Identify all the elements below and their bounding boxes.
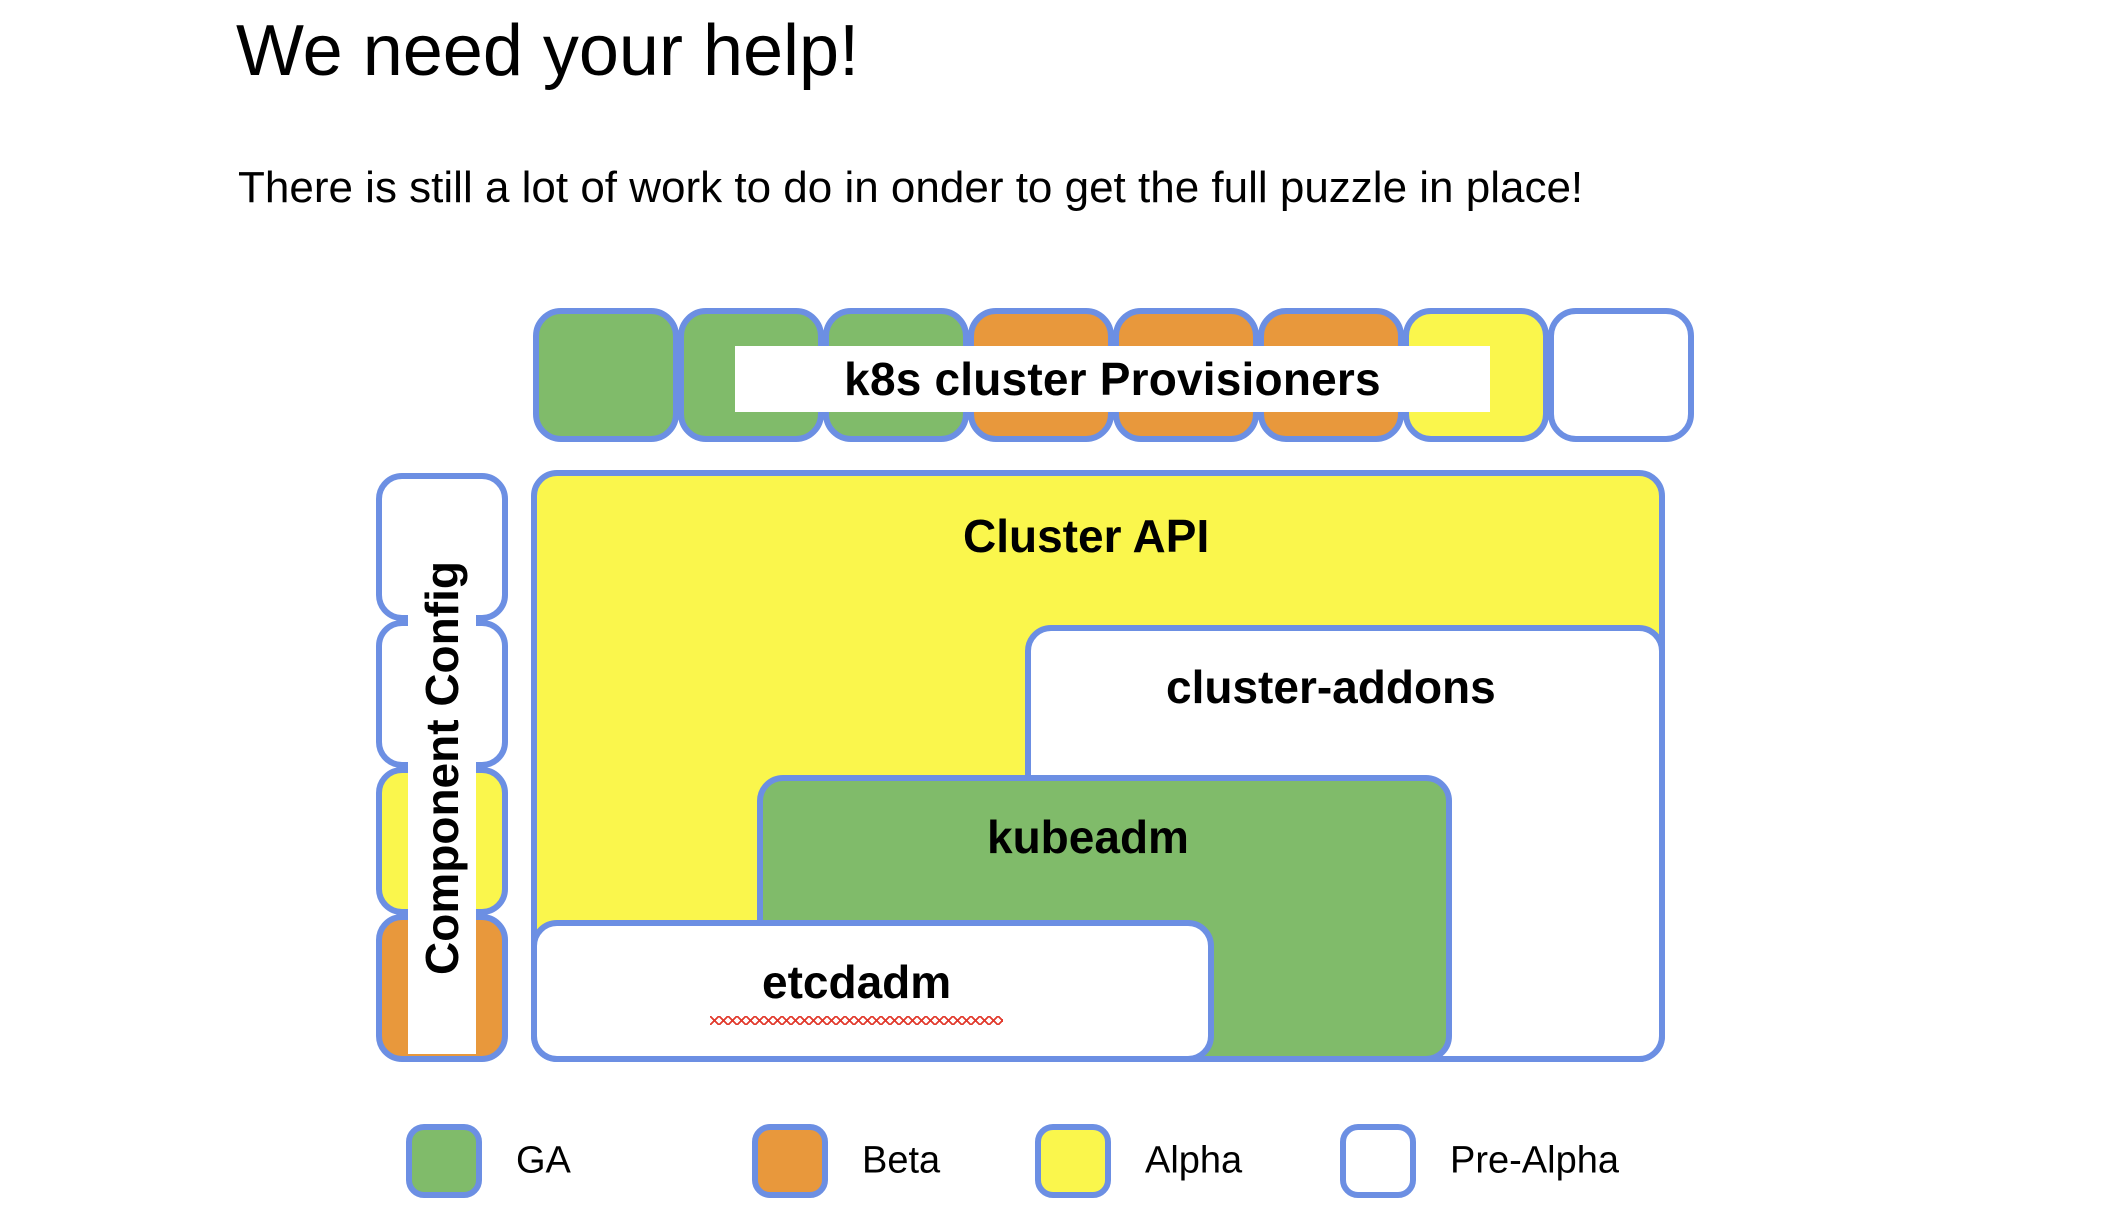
stack-label-etcdadm: etcdadm [710, 955, 1004, 1025]
page-subtitle: There is still a lot of work to do in on… [238, 163, 1584, 212]
stack-box-etcdadm [531, 920, 1214, 1062]
legend-swatch-ga [406, 1124, 482, 1198]
stack-label-cluster-api: Cluster API [963, 510, 1210, 562]
provisioner-box-8 [1548, 308, 1694, 442]
legend-swatch-beta [752, 1124, 828, 1198]
legend-label-alpha: Alpha [1145, 1139, 1243, 1182]
stack-label-kubeadm: kubeadm [987, 811, 1189, 863]
provisioner-row-label: k8s cluster Provisioners [735, 346, 1490, 412]
component-config-label: Component Config [408, 482, 476, 1054]
stack-label-text: etcdadm [710, 955, 1004, 1025]
legend-label-beta: Beta [862, 1139, 941, 1182]
legend-label-ga: GA [516, 1139, 571, 1182]
page-title: We need your help! [236, 11, 860, 91]
legend-swatch-pre-alpha [1340, 1124, 1416, 1198]
spellcheck-squiggle-icon [710, 1016, 1004, 1025]
component-config-label-text: Component Config [416, 561, 469, 975]
provisioner-box-1 [533, 308, 679, 442]
stack-label-cluster-addons: cluster-addons [1166, 661, 1496, 713]
legend-label-pre-alpha: Pre-Alpha [1450, 1139, 1619, 1182]
legend-swatch-alpha [1035, 1124, 1111, 1198]
